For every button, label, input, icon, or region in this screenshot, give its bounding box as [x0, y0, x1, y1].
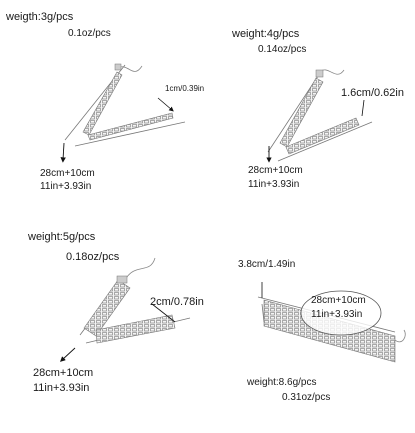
- panel-2-width: 1.6cm/0.62in: [341, 87, 404, 99]
- panel-3-width: 2cm/0.78in: [150, 296, 204, 308]
- panel-3-length-in: 11in+3.93in: [33, 382, 90, 394]
- panel-1-length-cm: 28cm+10cm: [40, 168, 95, 179]
- panel-2-weight-oz: 0.14oz/pcs: [258, 44, 307, 55]
- panel-4-weight-oz: 0.31oz/pcs: [282, 392, 331, 403]
- panel-2-length-cm: 28cm+10cm: [248, 165, 303, 176]
- panel-4-length-in: 11in+3.93in: [311, 309, 363, 320]
- chain-illustration-2: [266, 69, 373, 163]
- panel-4-weight-g: weight:8.6g/pcs: [247, 377, 317, 388]
- panel-3-weight-g: weight:5g/pcs: [28, 231, 96, 243]
- panel-3-weight-oz: 0.18oz/pcs: [66, 251, 120, 263]
- panel-1-weight-g: weigth:3g/pcs: [6, 11, 74, 23]
- panel-3-length-cm: 28cm+10cm: [33, 367, 94, 379]
- panel-1-weight-oz: 0.1oz/pcs: [68, 28, 111, 39]
- panel-4-width: 3.8cm/1.49in: [238, 259, 296, 270]
- chain-illustration-1: [60, 63, 186, 163]
- chain-illustration-4: [257, 282, 406, 363]
- panel-1-width: 1cm/0.39in: [165, 84, 205, 93]
- panel-4-length-cm: 28cm+10cm: [311, 295, 366, 306]
- panel-2-length-in: 11in+3.93in: [248, 179, 300, 190]
- chain-illustration-3: [60, 257, 191, 362]
- panel-2-weight-g: weight:4g/pcs: [232, 28, 300, 40]
- panel-1-length-in: 11in+3.93in: [40, 181, 92, 192]
